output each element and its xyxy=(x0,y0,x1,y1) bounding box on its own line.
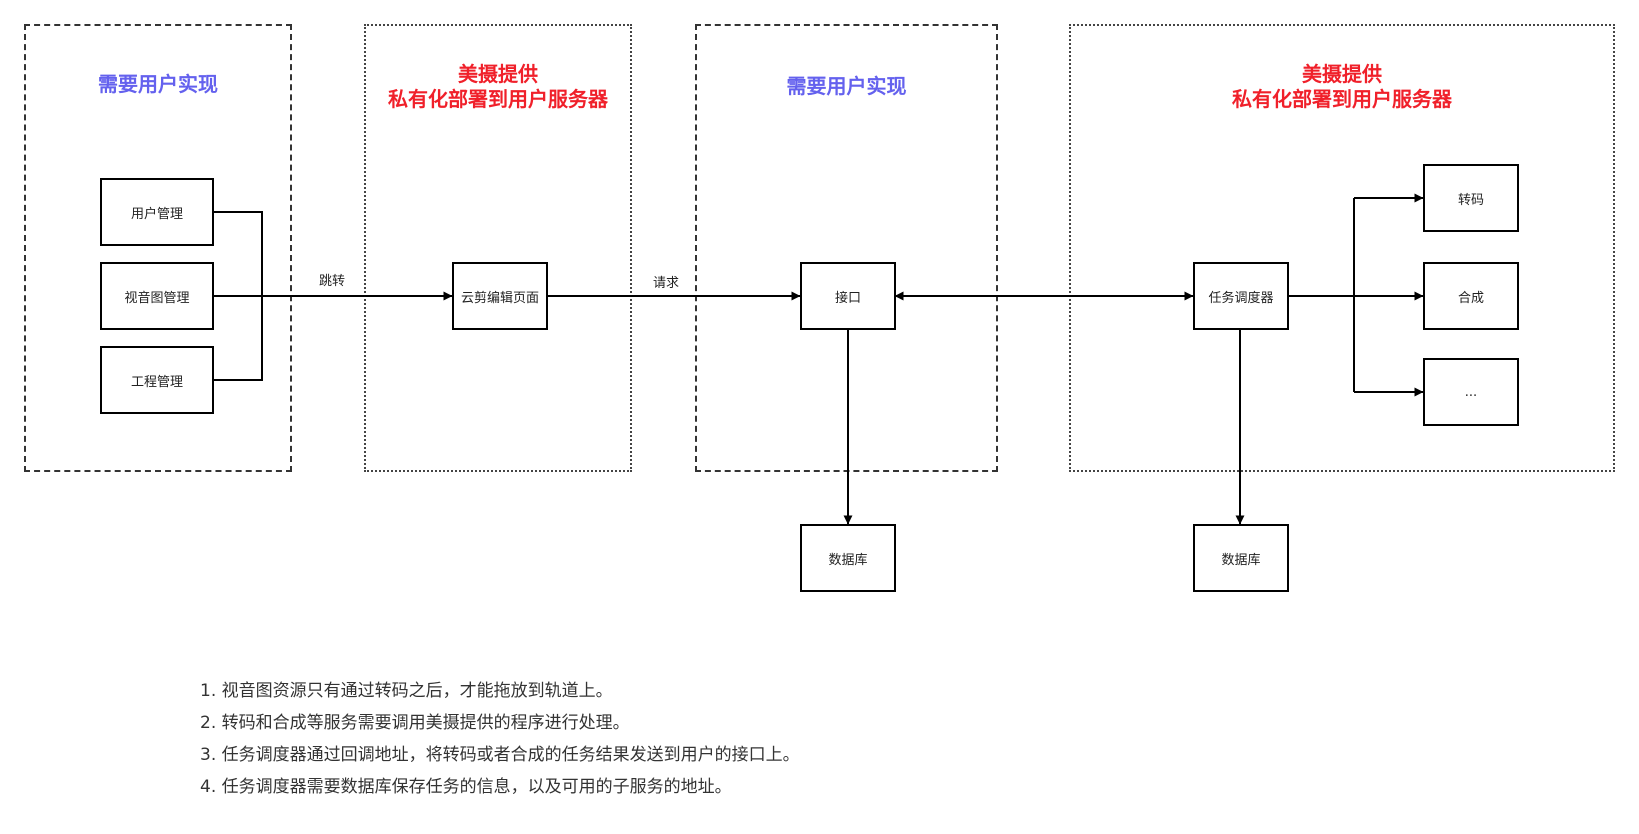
region-title-user-backend: 需要用户实现 xyxy=(786,74,907,98)
note-item: 3. 任务调度器通过回调地址，将转码或者合成的任务结果发送到用户的接口上。 xyxy=(200,745,800,765)
region-title-vendor-editor: 美摄提供 私有化部署到用户服务器 xyxy=(388,62,608,111)
note-item: 1. 视音图资源只有通过转码之后，才能拖放到轨道上。 xyxy=(200,681,613,701)
node-compose: 合成 xyxy=(1423,262,1519,330)
region-title-user-frontend: 需要用户实现 xyxy=(98,72,218,96)
node-database-vendor: 数据库 xyxy=(1193,524,1289,592)
node-cloud-edit-page: 云剪编辑页面 xyxy=(452,262,548,330)
region-user-frontend: 需要用户实现 xyxy=(24,24,292,472)
node-user-management: 用户管理 xyxy=(100,178,214,246)
edge-label-jump: 跳转 xyxy=(317,270,348,289)
region-vendor-services: 美摄提供 私有化部署到用户服务器 xyxy=(1069,24,1615,472)
node-transcode: 转码 xyxy=(1423,164,1519,232)
node-task-scheduler: 任务调度器 xyxy=(1193,262,1289,330)
region-user-backend: 需要用户实现 xyxy=(695,24,998,472)
region-title-vendor-services: 美摄提供 私有化部署到用户服务器 xyxy=(1232,62,1452,111)
note-item: 4. 任务调度器需要数据库保存任务的信息，以及可用的子服务的地址。 xyxy=(200,777,732,797)
notes-list: 1. 视音图资源只有通过转码之后，才能拖放到轨道上。 2. 转码和合成等服务需要… xyxy=(200,675,800,803)
note-item: 2. 转码和合成等服务需要调用美摄提供的程序进行处理。 xyxy=(200,713,630,733)
edge-label-request: 请求 xyxy=(651,272,682,291)
node-api: 接口 xyxy=(800,262,896,330)
node-database-user: 数据库 xyxy=(800,524,896,592)
node-project-management: 工程管理 xyxy=(100,346,214,414)
node-more-services: ... xyxy=(1423,358,1519,426)
node-media-management: 视音图管理 xyxy=(100,262,214,330)
region-vendor-editor: 美摄提供 私有化部署到用户服务器 xyxy=(364,24,632,472)
